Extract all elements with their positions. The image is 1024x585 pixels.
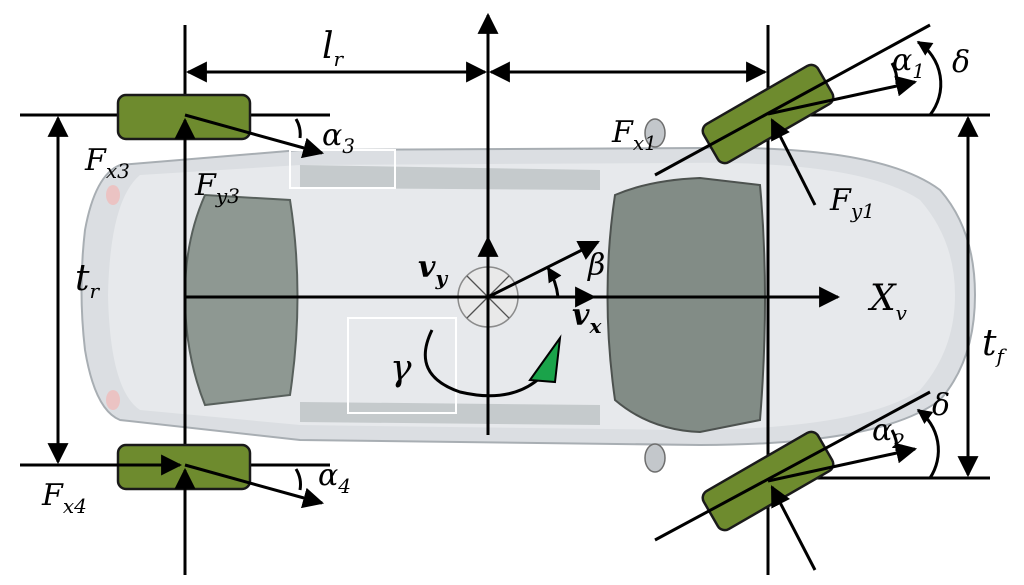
delta-bottom-arc: [916, 408, 940, 479]
fy2-arrow: [770, 485, 817, 571]
symbol-labels: lr tr tf Fx3 Fy3 Fx4 Fx1 Fy1 α3 α4 α1 α2…: [41, 26, 1007, 518]
car-body: [80, 118, 977, 473]
fx1-label: Fx1: [611, 115, 657, 155]
tf-label: tf: [982, 323, 1007, 368]
fx3-label: Fx3: [84, 143, 130, 183]
rear-window: [183, 193, 299, 407]
rear-left-velocity-arrow: [184, 113, 325, 159]
velocity-beta-arrow: [487, 240, 600, 299]
rear-right-velocity-arrow: [184, 463, 325, 509]
alpha4-label: α4: [318, 458, 351, 498]
alpha1-arc: [890, 62, 899, 85]
alpha3-arc: [294, 118, 302, 139]
fy3-label: Fy3: [194, 168, 240, 208]
delta-bottom-label: δ: [932, 388, 950, 423]
beta-arc: [546, 266, 562, 298]
yaw-arc: [423, 329, 547, 398]
alpha2-label: α2: [872, 413, 905, 453]
delta-top-arc: [916, 40, 943, 116]
front-right-velocity-arrow: [767, 442, 918, 483]
alpha3-label: α3: [322, 118, 355, 158]
alpha1-label: α1: [892, 43, 925, 83]
windshield: [606, 176, 766, 434]
angle-arcs: [294, 40, 943, 491]
yaw-arrowhead: [528, 334, 562, 384]
vx-label: vx: [572, 298, 602, 338]
vy-label: vy: [418, 250, 448, 290]
front-right-heading-line: [654, 390, 931, 542]
front-left-velocity-arrow: [767, 75, 918, 116]
fy1-label: Fy1: [829, 183, 875, 223]
dimension-arrows: [47, 61, 979, 478]
delta-top-label: δ: [952, 45, 970, 80]
front-left-heading-line: [654, 23, 931, 177]
tr-label: tr: [75, 258, 100, 303]
fx4-label: Fx4: [41, 478, 87, 518]
fy1-arrow: [770, 118, 817, 206]
gamma-label: γ: [390, 348, 412, 389]
force-vectors: [20, 23, 931, 571]
lr-label: lr: [322, 26, 345, 71]
xv-label: Xv: [867, 278, 908, 325]
beta-label: β: [587, 248, 605, 283]
alpha4-arc: [294, 468, 302, 491]
alpha2-arc: [890, 429, 899, 452]
